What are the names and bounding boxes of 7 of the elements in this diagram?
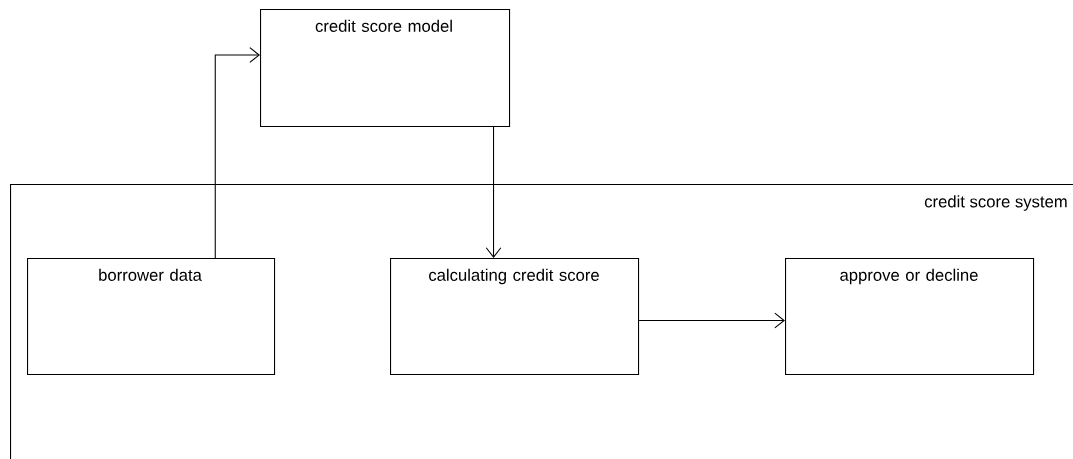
arrow [638,312,785,329]
arrow [485,126,502,258]
arrow [214,47,260,259]
process-box: credit score model [260,9,511,128]
process-box: calculating credit score [390,258,640,376]
process-box: approve or decline [785,258,1035,376]
process-box: borrower data [27,258,276,376]
